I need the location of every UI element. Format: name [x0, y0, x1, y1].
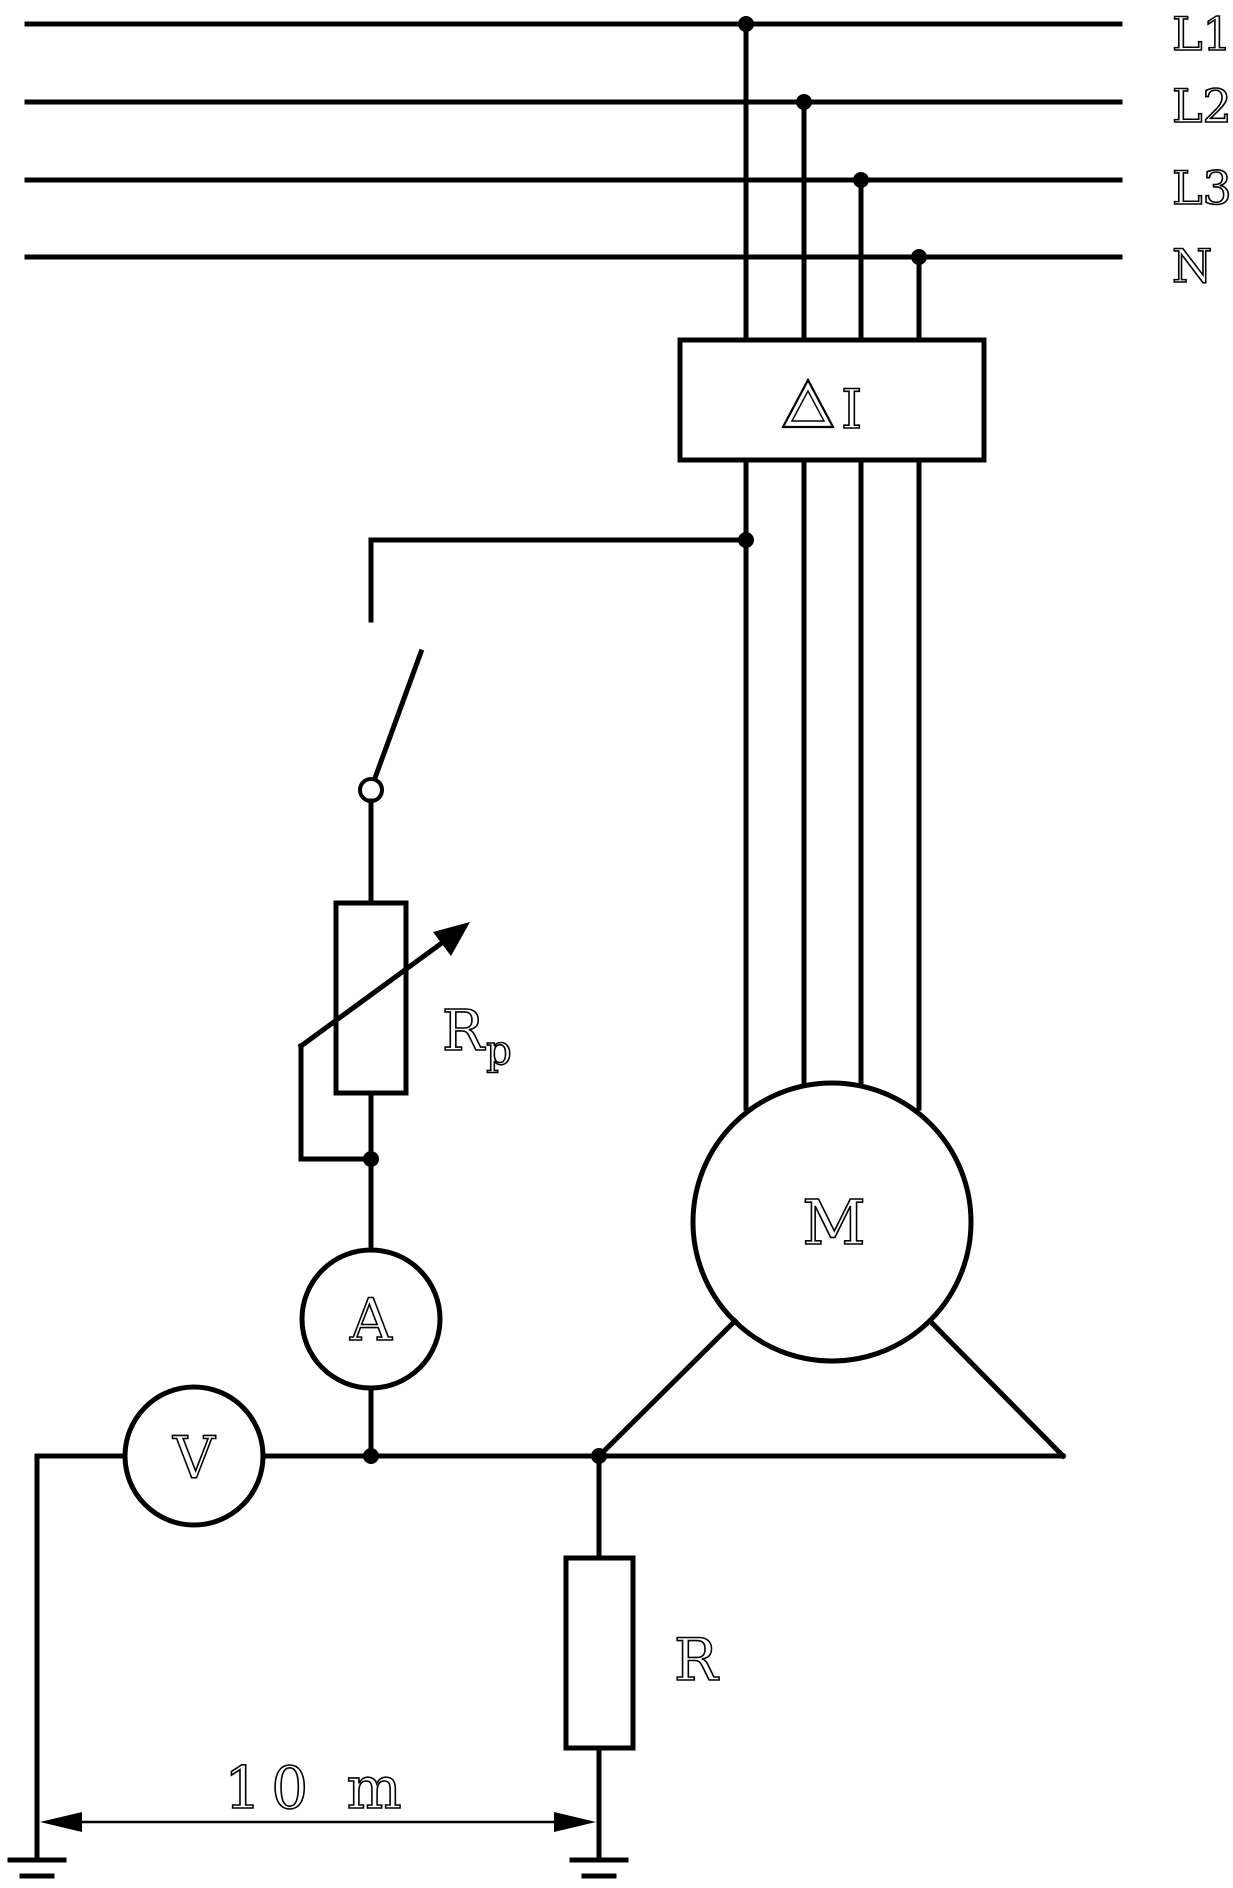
- ground-left-icon: [7, 1857, 67, 1879]
- dimension-arrow-right-icon: [554, 1812, 596, 1832]
- test-branch: [358, 532, 754, 906]
- ammeter-label: A: [349, 1286, 393, 1354]
- motor-frame-left: [595, 1317, 739, 1460]
- junction-l1: [738, 16, 754, 32]
- voltmeter-label: V: [172, 1424, 216, 1492]
- junction-n: [911, 249, 927, 265]
- r-label: R: [674, 1626, 720, 1694]
- rp-label: Rp: [442, 999, 512, 1074]
- supply-lines: [24, 21, 1123, 260]
- voltmeter: V: [34, 1384, 266, 1863]
- motor-label: M: [802, 1186, 865, 1259]
- rcd-input-wires: [738, 16, 927, 343]
- earth-resistor: R: [563, 1453, 721, 1863]
- adjust-arrow-icon: [433, 922, 470, 956]
- rcd-label: I: [841, 378, 862, 441]
- label-l3: L3: [1172, 161, 1232, 215]
- label-l2: L2: [1172, 79, 1232, 133]
- dimension-arrow-left-icon: [40, 1812, 82, 1832]
- junction-l3: [853, 172, 869, 188]
- label-n: N: [1172, 239, 1212, 293]
- motor: M: [595, 1080, 1067, 1460]
- junction-rp: [363, 1151, 379, 1167]
- ground-right-icon: [569, 1857, 629, 1879]
- variable-resistor-rp: Rp: [297, 900, 513, 1253]
- delta-icon: [781, 377, 835, 429]
- ammeter: A: [299, 1247, 443, 1459]
- label-l1: L1: [1172, 7, 1232, 61]
- pe-bus: [260, 1448, 1066, 1464]
- switch-blade: [371, 648, 425, 782]
- distance-label: 10 m: [224, 1754, 411, 1822]
- junction-l2: [796, 94, 812, 110]
- switch-contact: [358, 777, 384, 803]
- motor-frame-right: [926, 1317, 1067, 1460]
- distance-dimension: 10 m: [40, 1753, 596, 1832]
- rcd-box: I: [677, 337, 987, 463]
- motor-feed-wires: [743, 457, 922, 1111]
- junction-ammeter: [363, 1448, 379, 1464]
